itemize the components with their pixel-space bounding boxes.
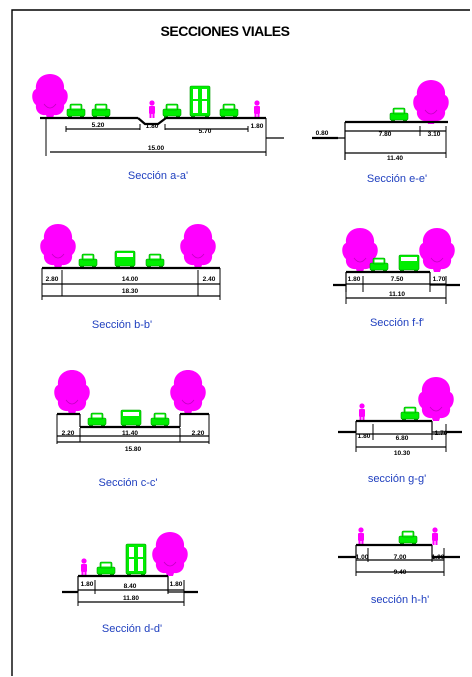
van-icon xyxy=(114,250,136,269)
width-label: 7.50 xyxy=(391,276,404,283)
tree-icon xyxy=(417,376,455,422)
total-width-label: 18.30 xyxy=(122,288,139,295)
section-d: 1.80 8.40 1.80 11.80 Sección d-d' xyxy=(62,531,198,635)
tree-icon xyxy=(39,223,77,269)
tree-icon xyxy=(31,73,69,119)
width-label: 1.70 xyxy=(433,276,446,283)
section-e: 0.80 7.80 3.10 11.40 Sección e-e' xyxy=(312,79,450,185)
width-label: 5.20 xyxy=(92,122,105,129)
section-a: 5.20 1.80 5.70 1.80 15.00 Sección a-a' xyxy=(31,73,284,182)
section-caption: Sección e-e' xyxy=(367,173,427,185)
car-icon xyxy=(219,103,239,119)
section-caption: sección h-h' xyxy=(371,594,429,606)
width-label: 11.40 xyxy=(122,430,138,437)
pedestrian-icon xyxy=(254,100,260,118)
width-label: 2.20 xyxy=(62,430,75,437)
total-width-label: 15.00 xyxy=(148,145,165,152)
total-width-label: 10.30 xyxy=(394,450,411,457)
section-caption: sección g-g' xyxy=(368,473,426,485)
car-icon xyxy=(91,103,111,119)
section-caption: Sección c-c' xyxy=(99,477,158,489)
total-width-label: 15.80 xyxy=(125,446,142,453)
total-width-label: 11.80 xyxy=(123,595,139,602)
car-icon xyxy=(87,412,107,428)
width-label: 3.10 xyxy=(428,131,441,138)
width-label: 1.80 xyxy=(358,433,371,440)
width-label: 2.40 xyxy=(203,276,216,283)
bus-icon xyxy=(189,85,211,119)
tree-icon xyxy=(418,227,456,273)
tree-icon xyxy=(179,223,217,269)
width-label: 1.80 xyxy=(170,581,183,588)
bus-icon xyxy=(125,543,147,577)
width-label: 5.70 xyxy=(199,128,212,135)
tree-icon xyxy=(412,79,450,125)
section-caption: Sección f-f' xyxy=(370,317,424,329)
width-label: 1.70 xyxy=(435,430,448,437)
section-f: 1.80 7.50 1.70 11.10 Sección f-f' xyxy=(333,227,460,329)
width-label: 2.20 xyxy=(192,430,205,437)
total-width-label: 11.10 xyxy=(389,291,405,298)
width-label: 1.00 xyxy=(432,554,445,561)
van-icon xyxy=(120,409,142,428)
width-label: 8.40 xyxy=(124,583,137,590)
section-g: 1.80 6.80 1.70 10.30 sección g-g' xyxy=(338,376,462,485)
car-icon xyxy=(145,253,165,269)
pedestrian-icon xyxy=(432,527,438,545)
car-icon xyxy=(389,107,409,123)
width-label: 7.00 xyxy=(394,554,407,561)
car-icon xyxy=(400,406,420,422)
width-label: 1.80 xyxy=(251,123,264,130)
width-label: 2.80 xyxy=(46,276,59,283)
width-label: 6.80 xyxy=(396,435,409,442)
width-label: 14.00 xyxy=(122,276,139,283)
sheet-title: SECCIONES VIALES xyxy=(161,23,290,39)
width-label: 0.80 xyxy=(316,130,329,137)
tree-icon xyxy=(151,531,189,577)
width-label: 1.80 xyxy=(348,276,361,283)
section-caption: Sección a-a' xyxy=(128,170,188,182)
car-icon xyxy=(150,412,170,428)
width-label: 7.80 xyxy=(379,131,392,138)
car-icon xyxy=(96,561,116,577)
width-label: 1.80 xyxy=(81,581,94,588)
section-c: 2.20 11.40 2.20 15.80 Sección c-c' xyxy=(53,369,210,489)
section-b: 2.80 14.00 2.40 18.30 Sección b-b' xyxy=(39,223,221,331)
car-icon xyxy=(369,257,389,273)
total-width-label: 9.40 xyxy=(394,569,407,576)
pedestrian-icon xyxy=(149,100,155,118)
car-icon xyxy=(398,530,418,546)
pedestrian-icon xyxy=(81,558,87,576)
van-icon xyxy=(398,254,420,273)
car-icon xyxy=(162,103,182,119)
pedestrian-icon xyxy=(358,527,364,545)
sheet-frame xyxy=(11,9,470,676)
section-caption: Sección b-b' xyxy=(92,319,152,331)
section-caption: Sección d-d' xyxy=(102,623,162,635)
tree-icon xyxy=(53,369,91,415)
tree-icon xyxy=(169,369,207,415)
width-label: 1.00 xyxy=(356,554,369,561)
car-icon xyxy=(78,253,98,269)
total-width-label: 11.40 xyxy=(387,155,403,162)
width-label: 1.80 xyxy=(146,123,159,130)
section-h: 1.00 7.00 1.00 9.40 sección h-h' xyxy=(338,527,460,606)
car-icon xyxy=(66,103,86,119)
pedestrian-icon xyxy=(359,403,365,421)
